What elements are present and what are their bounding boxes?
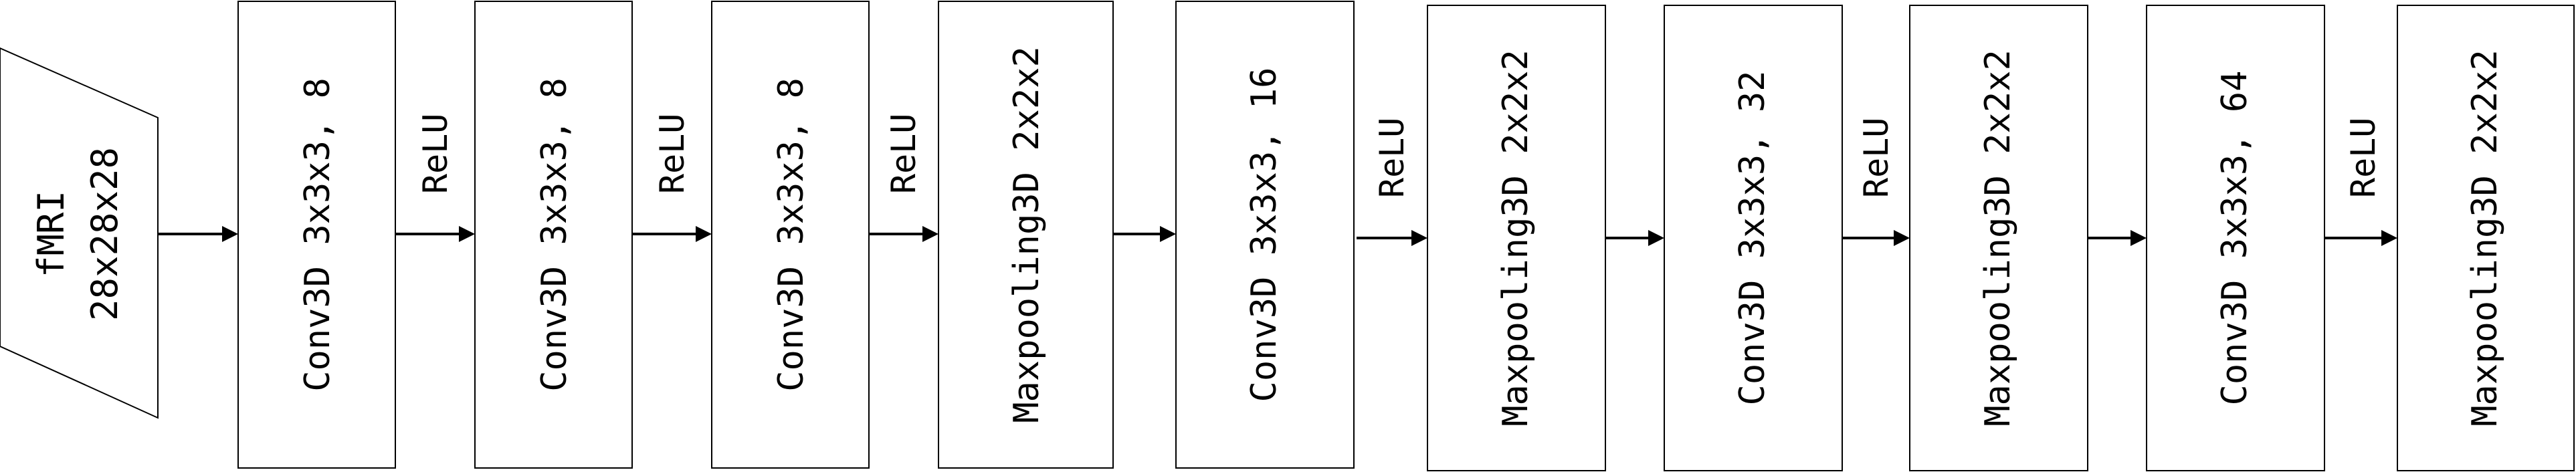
input-label-line1: fMRI [30, 191, 72, 277]
layer-block: Maxpooling3D 2x2x2 [1909, 5, 2088, 471]
input-label-line2: 28x28x28 [84, 147, 126, 321]
connector-label: ReLU [2344, 118, 2383, 198]
connector [1605, 230, 1664, 246]
layer-box [474, 1, 633, 469]
layer-block: Conv3D 3x3x3, 8 [474, 1, 633, 469]
input-shape [0, 47, 159, 419]
arrowhead-icon [1894, 230, 1910, 246]
layer-label: Maxpooling3D 2x2x2 [1496, 49, 1536, 427]
layer-block: Maxpooling3D 2x2x2 [2397, 5, 2575, 471]
arrowhead-icon [2131, 230, 2147, 246]
layer-label: Maxpooling3D 2x2x2 [1978, 49, 2018, 427]
layer-box [1909, 5, 2088, 471]
connector [158, 226, 238, 242]
arrowhead-icon [1648, 230, 1664, 246]
layer-label: Conv3D 3x3x3, 8 [771, 78, 811, 392]
connector-label: ReLU [884, 114, 923, 194]
connector [2088, 230, 2147, 246]
layer-block: Maxpooling3D 2x2x2 [1427, 5, 1606, 471]
connector [1113, 226, 1176, 242]
connector-label: ReLU [1857, 118, 1896, 198]
layer-label: Conv3D 3x3x3, 32 [1732, 71, 1773, 406]
input-node: fMRI 28x28x28 [0, 47, 159, 419]
arrowhead-icon [922, 226, 938, 242]
connector: ReLU [869, 114, 938, 242]
arrowhead-icon [459, 226, 475, 242]
connector-label: ReLU [416, 114, 455, 194]
layer-block: Conv3D 3x3x3, 16 [1175, 1, 1355, 469]
layer-box [2397, 5, 2575, 471]
layer-block: Conv3D 3x3x3, 64 [2146, 5, 2325, 471]
layer-block: Conv3D 3x3x3, 8 [711, 1, 870, 469]
layer-block: Conv3D 3x3x3, 32 [1664, 5, 1843, 471]
layer-box [711, 1, 870, 469]
connector-label: ReLU [653, 114, 692, 194]
arrowhead-icon [222, 226, 238, 242]
arrowhead-icon [1160, 226, 1176, 242]
layer-label: Maxpooling3D 2x2x2 [1007, 46, 1047, 423]
layer-blocks: Conv3D 3x3x3, 8 Conv3D 3x3x3, 8 Conv3D 3… [237, 1, 2575, 471]
layer-label: Conv3D 3x3x3, 64 [2215, 71, 2255, 406]
arrowhead-icon [696, 226, 712, 242]
layer-label: Conv3D 3x3x3, 16 [1244, 68, 1284, 402]
arrowhead-icon [2381, 230, 2397, 246]
layer-box [1427, 5, 1606, 471]
layer-label: Maxpooling3D 2x2x2 [2465, 49, 2505, 427]
layer-box [237, 1, 396, 469]
arrowhead-icon [1411, 230, 1427, 246]
connector: ReLU [1357, 118, 1427, 246]
layer-box [938, 1, 1114, 469]
connectors: ReLU ReLU ReLU ReLU [158, 114, 2397, 246]
layer-box [1664, 5, 1843, 471]
layer-block: Maxpooling3D 2x2x2 [938, 1, 1114, 469]
connector: ReLU [632, 114, 712, 242]
connector: ReLU [1842, 118, 1910, 246]
connector: ReLU [2324, 118, 2397, 246]
connector-label: ReLU [1373, 118, 1411, 198]
connector: ReLU [395, 114, 475, 242]
layer-label: Conv3D 3x3x3, 8 [534, 78, 575, 392]
layer-block: Conv3D 3x3x3, 8 [237, 1, 396, 469]
layer-box [1175, 1, 1355, 469]
layer-label: Conv3D 3x3x3, 8 [298, 78, 338, 392]
